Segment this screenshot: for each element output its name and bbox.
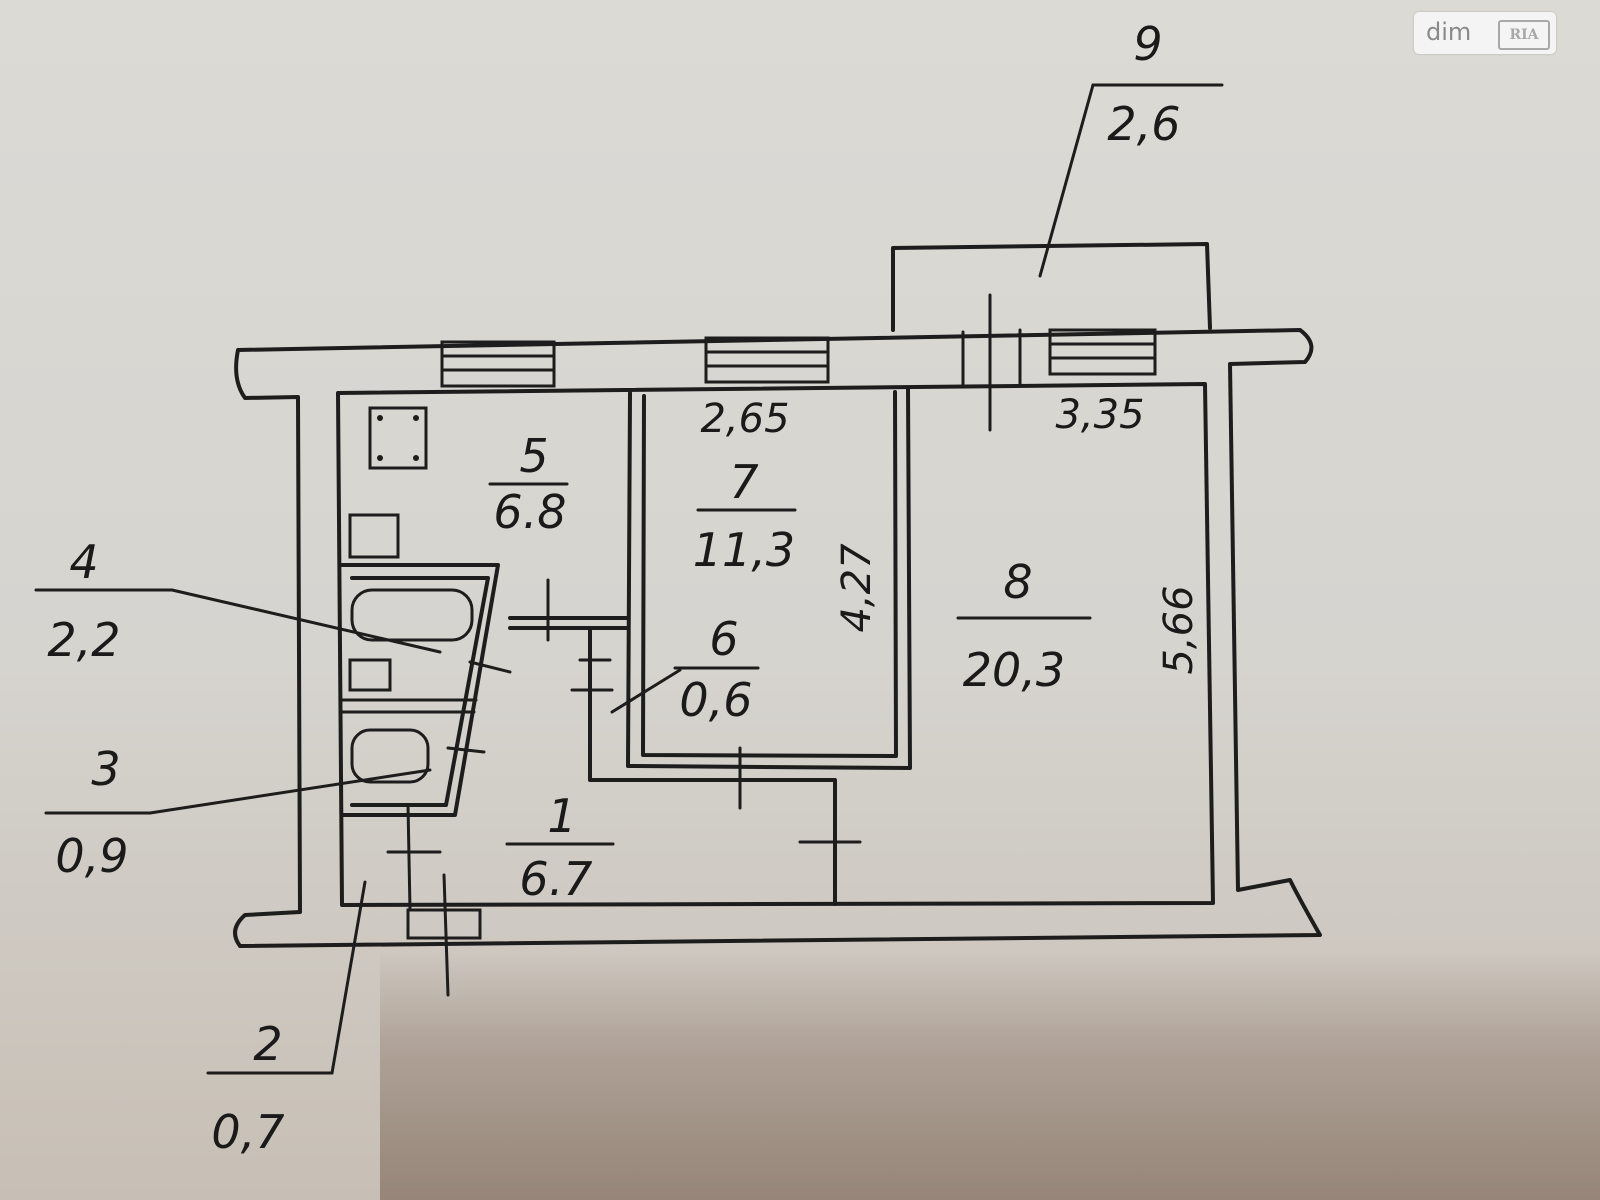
room-7-width: 2,65	[700, 396, 789, 442]
room-7-area: 11,3	[693, 523, 795, 577]
room-4-number: 4	[69, 535, 98, 589]
balcony-outline	[891, 242, 1212, 332]
room-5-area: 6.8	[493, 485, 566, 539]
leader-lines	[34, 83, 1224, 1075]
dim-ria-watermark: dim RIA	[1414, 12, 1556, 54]
room-9-area: 2,6	[1107, 97, 1180, 151]
room-1-number: 1	[547, 789, 576, 843]
room-9-number: 9	[1133, 17, 1162, 71]
room-5-number: 5	[519, 429, 548, 483]
room-8-number: 8	[1003, 555, 1032, 609]
room-8-area: 20,3	[963, 643, 1065, 697]
room-3-area: 0,9	[55, 829, 128, 883]
windows	[440, 293, 1157, 432]
room-7-length: 4,27	[834, 543, 880, 633]
room-3-number: 3	[91, 742, 120, 796]
door-marks	[386, 578, 862, 997]
room-8-length: 5,66	[1156, 585, 1202, 674]
interior-walls	[340, 386, 912, 906]
room-2-number: 2	[253, 1017, 282, 1071]
room-2-area: 0,7	[211, 1105, 284, 1159]
outer-walls	[233, 328, 1322, 948]
room-7-number: 7	[729, 455, 758, 509]
room-6-number: 6	[709, 612, 738, 666]
room-1-area: 6.7	[519, 852, 592, 906]
ria-logo: RIA	[1498, 20, 1550, 50]
photo-shadow	[380, 950, 1600, 1200]
fixtures	[348, 406, 474, 784]
watermark-brand: dim	[1426, 18, 1472, 46]
room-8-width: 3,35	[1055, 392, 1144, 438]
room-6-area: 0,6	[679, 673, 752, 727]
room-4-area: 2,2	[47, 613, 120, 667]
